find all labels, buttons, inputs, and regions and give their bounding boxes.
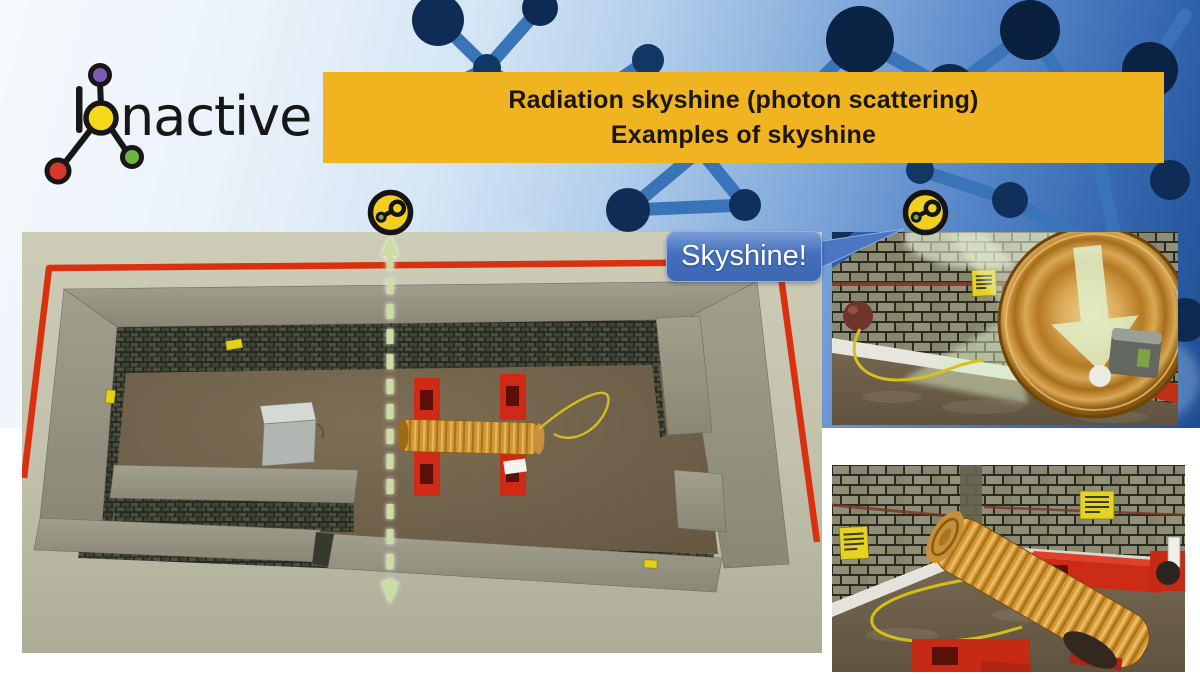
equipment-box: [259, 401, 325, 467]
bunker-roof-walls: [33, 280, 790, 593]
skyshine-callout: Skyshine!: [666, 231, 822, 282]
molecule-source-icon-svg: [367, 189, 414, 236]
ionactive-logo-svg: nactive: [44, 63, 312, 185]
brick-wall-left: [832, 465, 978, 603]
logo-wordmark: nactive: [120, 85, 311, 148]
figure-aerial-bunker: [20, 232, 822, 653]
tube-end-roller: [1063, 631, 1123, 671]
red-boundary-line: [20, 258, 821, 543]
tube-room-svg: [831, 465, 1186, 672]
figure-tube-room: [831, 465, 1186, 672]
banner-line-1: Radiation skyshine (photon scattering): [508, 86, 979, 114]
callout-label: Skyshine!: [681, 240, 807, 272]
collimator-tube: [397, 419, 545, 455]
white-sphere: [1089, 365, 1111, 387]
red-support-front: [980, 661, 1032, 672]
tube-closeup-svg: [832, 208, 1191, 425]
collimator-tube: [926, 510, 1150, 669]
radiation-warning-signs: [105, 338, 658, 569]
ionactive-logo: nactive: [38, 60, 323, 200]
molecule-source-icon-right: [902, 189, 949, 236]
figure-tube-closeup: [832, 208, 1191, 425]
molecule-source-icon-left: [367, 189, 414, 236]
source-container-ball: [843, 301, 873, 331]
ball-highlight: [848, 306, 858, 314]
logo-molecule-icon: [44, 63, 144, 185]
skyshine-dashed-arrow: [381, 236, 399, 604]
white-tag: [503, 458, 527, 475]
aerial-bunker-svg: [20, 232, 822, 653]
source-device: [1108, 328, 1162, 379]
banner-line-2: Examples of skyshine: [610, 121, 877, 149]
yellow-cable: [852, 328, 985, 382]
radiation-beam-left: [902, 316, 1028, 404]
radiation-warning-sign-left: [838, 525, 870, 561]
molecule-source-icon-svg: [902, 189, 949, 236]
title-banner: Radiation skyshine (photon scattering) E…: [323, 72, 1164, 163]
yellow-cable: [538, 391, 610, 439]
logo-letter-i: [76, 86, 83, 133]
radiation-warning-sign-right: [1079, 490, 1115, 520]
callout-tail: [816, 228, 905, 269]
